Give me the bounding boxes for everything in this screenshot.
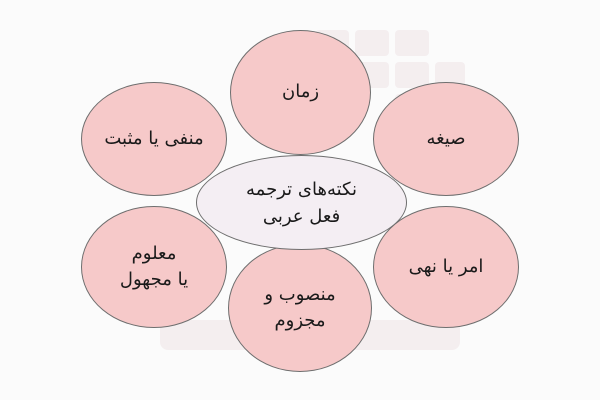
diagram-node-active-or-passive: معلوم یا مجهول (81, 206, 227, 328)
node-label-subjunctive-and-jussive: منصوب و مجزوم (264, 283, 336, 331)
diagram-node-subjunctive-and-jussive: منصوب و مجزوم (228, 244, 372, 372)
diagram-center-node: نکته‌های ترجمه فعل عربی (196, 155, 407, 250)
diagram-node-verb-form: صیغه (373, 82, 519, 196)
node-label-imperative-or-prohibitive: امر یا نهی (408, 255, 484, 277)
diagram-node-tense: زمان (230, 30, 371, 155)
node-label-verb-form: صیغه (426, 127, 466, 149)
node-label-tense: زمان (281, 81, 320, 103)
node-label-active-or-passive: معلوم یا مجهول (119, 242, 189, 290)
node-label-negative-or-positive: منفی یا مثبت (104, 127, 204, 149)
diagram-node-negative-or-positive: منفی یا مثبت (81, 82, 227, 196)
diagram-node-imperative-or-prohibitive: امر یا نهی (373, 206, 519, 328)
center-node-label: نکته‌های ترجمه فعل عربی (246, 178, 357, 227)
